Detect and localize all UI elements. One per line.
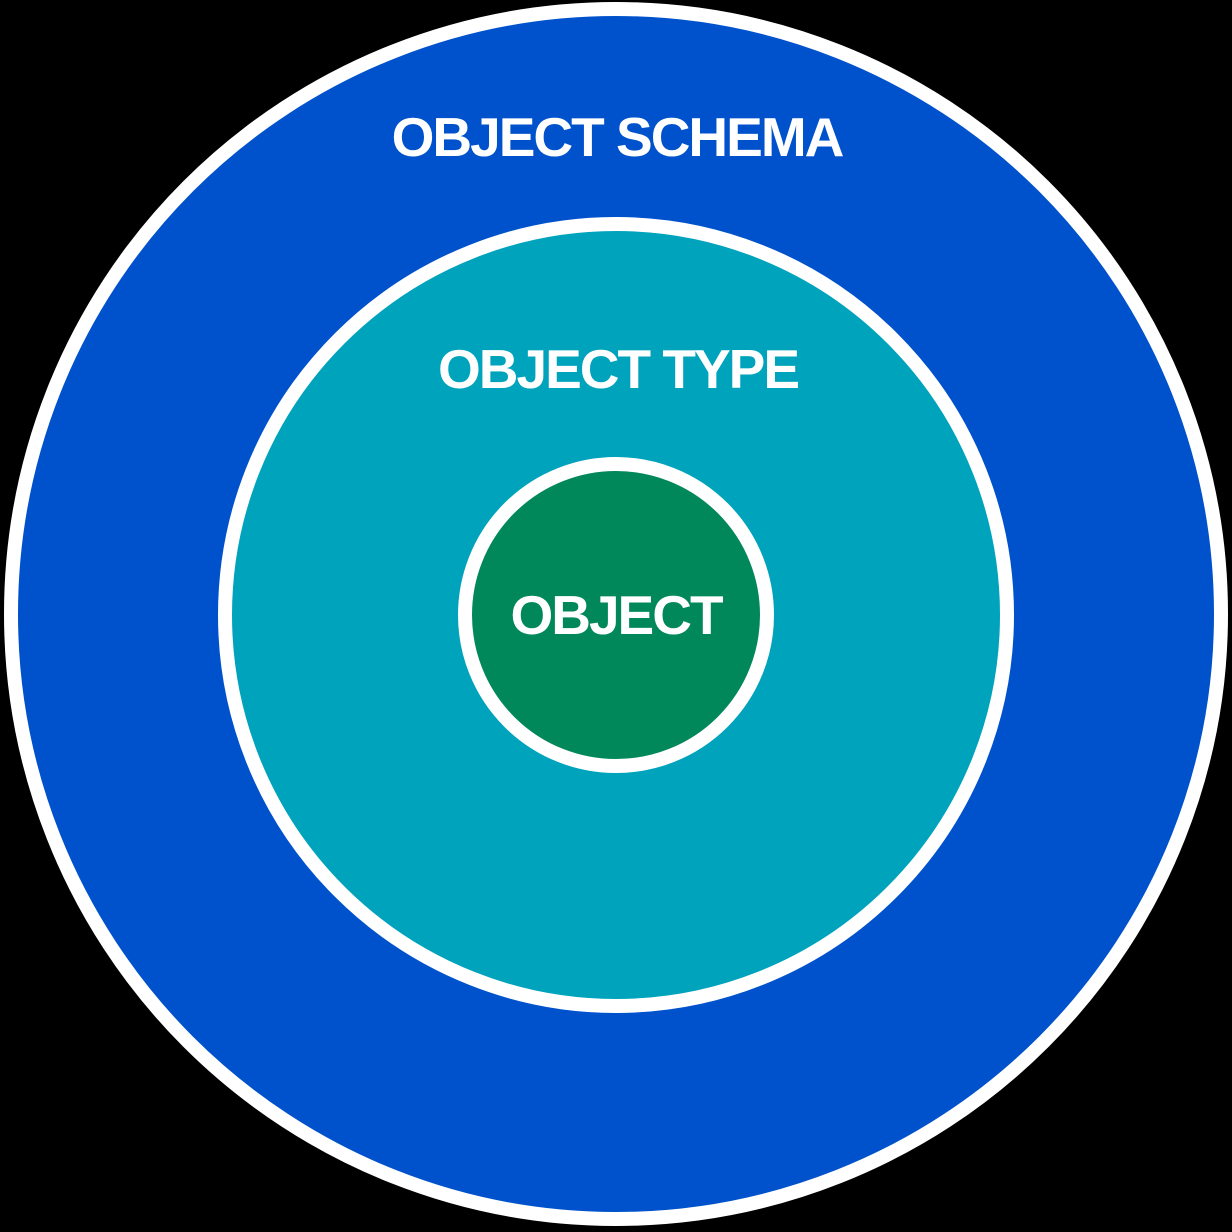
object-type-label: OBJECT TYPE — [437, 338, 800, 400]
object-schema-label: OBJECT SCHEMA — [391, 106, 845, 168]
object-label: OBJECT — [510, 584, 723, 646]
object-circle — [458, 457, 774, 773]
